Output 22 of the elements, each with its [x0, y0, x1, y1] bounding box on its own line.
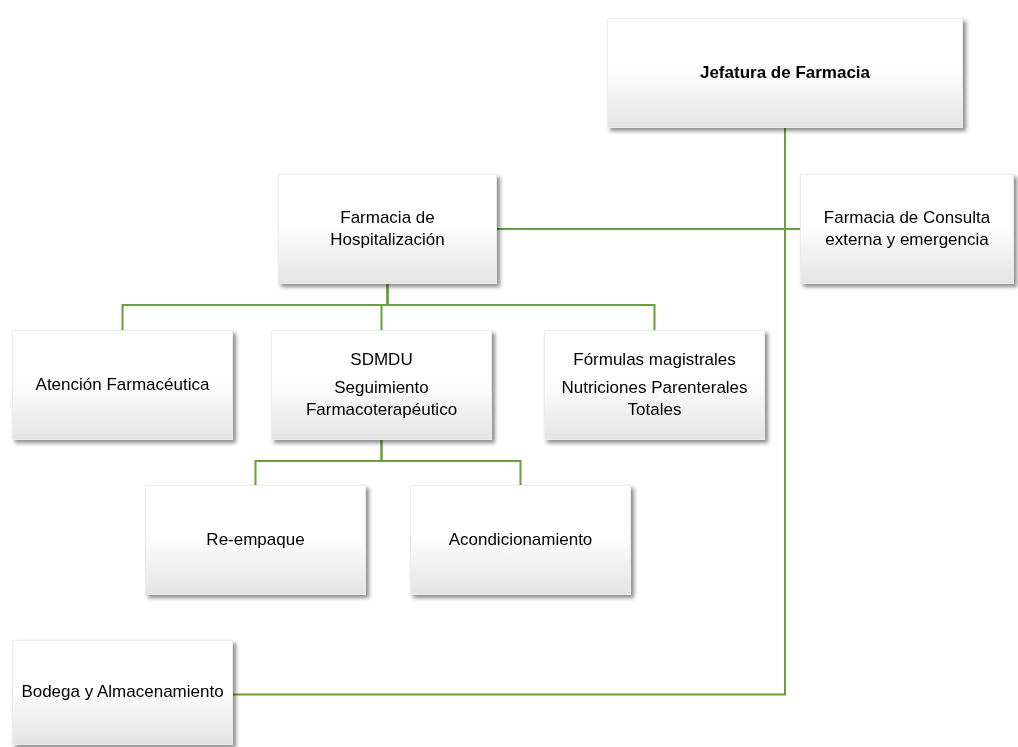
org-box	[544, 330, 765, 440]
connector-line	[386, 283, 656, 331]
unit-label: Nutriciones Parenterales Totales	[560, 376, 749, 422]
org-box	[12, 330, 233, 440]
unit-label: Farmacia de Consulta externa y emergencia	[822, 206, 992, 251]
unit-label: Fórmulas magistrales	[573, 348, 736, 371]
unit-label: Acondicionamiento	[448, 528, 593, 551]
org-box	[271, 330, 492, 440]
org-box	[800, 174, 1014, 284]
unit-label: Jefatura de Farmacia	[699, 61, 871, 84]
unit-label: Bodega y Almacenamiento	[21, 681, 224, 704]
unit-label: Seguimiento Farmacoterapéutico	[304, 376, 459, 422]
org-box	[145, 485, 366, 595]
unit-label: SDMDU	[350, 348, 413, 371]
unit-label: Atención Farmacéutica	[35, 373, 210, 396]
org-box	[410, 485, 631, 595]
unit-label: Re-empaque	[206, 528, 305, 551]
connector-line	[380, 439, 522, 486]
unit-label: Farmacia de Hospitalización	[329, 206, 446, 251]
org-box	[278, 174, 497, 284]
org-box	[607, 18, 963, 128]
org-box	[12, 640, 233, 745]
